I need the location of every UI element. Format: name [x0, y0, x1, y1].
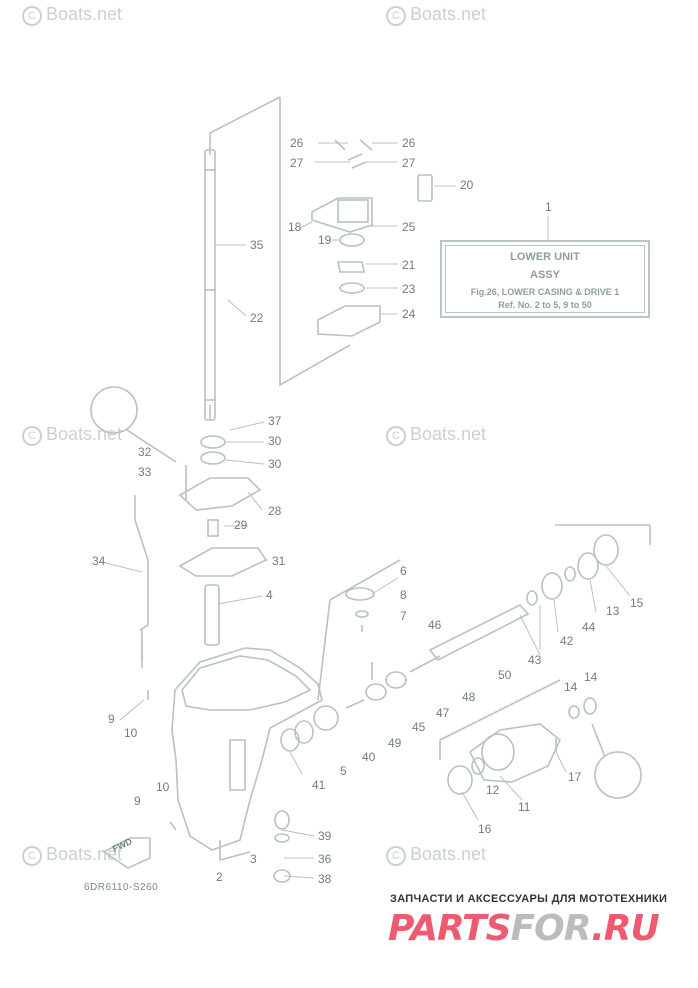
callout-label: 49	[388, 736, 402, 750]
callout-label: 37	[268, 414, 282, 428]
info-box-title: LOWER UNIT	[510, 251, 580, 263]
callout-label: 9	[134, 794, 141, 808]
partsfor-logo[interactable]: PARTSFOR.RU	[388, 908, 660, 949]
callout-label: 47	[436, 706, 450, 720]
callout-label: 4	[266, 588, 273, 602]
info-box-line2: Ref. No. 2 to 5, 9 to 50	[498, 300, 592, 310]
callout-label: 25	[402, 220, 416, 234]
callout-label: 5	[340, 764, 347, 778]
callout-label: 1	[545, 200, 552, 214]
callout-label: 33	[138, 465, 152, 479]
footer-caption: ЗАПЧАСТИ И АКСЕССУАРЫ ДЛЯ МОТОТЕХНИКИ	[390, 893, 668, 905]
callout-label: 24	[402, 307, 416, 321]
callout-label: 27	[290, 156, 304, 170]
callout-label: 2	[216, 870, 223, 884]
callout-label: 14	[564, 680, 578, 694]
callout-label: 12	[486, 783, 500, 797]
callout-label: 30	[268, 434, 282, 448]
callout-label: 15	[630, 596, 644, 610]
callout-label: 45	[412, 720, 426, 734]
info-box-line1: Fig.26, LOWER CASING & DRIVE 1	[470, 287, 620, 297]
callout-label: 44	[582, 620, 596, 634]
callout-label: 10	[156, 780, 170, 794]
callout-label: 43	[528, 653, 542, 667]
callout-label: 48	[462, 690, 476, 704]
callout-label: 8	[400, 588, 407, 602]
info-box: LOWER UNIT ASSY Fig.26, LOWER CASING & D…	[440, 240, 650, 318]
callout-label: 19	[318, 233, 332, 247]
info-box-subtitle: ASSY	[530, 269, 560, 281]
callout-label: 10	[124, 726, 138, 740]
callout-label: 17	[568, 770, 582, 784]
callout-label: 31	[272, 554, 286, 568]
callout-label: 28	[268, 504, 282, 518]
callout-label: 35	[250, 238, 264, 252]
callout-label: 26	[290, 136, 304, 150]
callout-label: 34	[92, 554, 106, 568]
callout-label: 29	[234, 518, 248, 532]
callout-label: 40	[362, 750, 376, 764]
logo-part-c: .RU	[591, 908, 660, 949]
callout-label: 36	[318, 852, 332, 866]
callout-label: 18	[288, 220, 302, 234]
logo-part-b: FOR	[510, 908, 593, 949]
diagram-code: 6DR6110-S260	[84, 882, 159, 893]
callout-label: 14	[584, 670, 598, 684]
callout-label: 30	[268, 457, 282, 471]
callout-label: 39	[318, 829, 332, 843]
callout-label: 32	[138, 445, 152, 459]
callout-label: 20	[460, 178, 474, 192]
callout-label: 42	[560, 634, 574, 648]
callout-label: 26	[402, 136, 416, 150]
callout-label: 46	[428, 618, 442, 632]
callout-label: 16	[478, 822, 492, 836]
callout-label: 50	[498, 668, 512, 682]
callout-label: 9	[108, 712, 115, 726]
callout-label: 41	[312, 778, 326, 792]
callout-label: 7	[400, 609, 407, 623]
callout-label: 3	[250, 852, 257, 866]
callout-label: 23	[402, 282, 416, 296]
callout-label: 38	[318, 872, 332, 886]
callout-label: 6	[400, 564, 407, 578]
callout-label: 22	[250, 311, 264, 325]
callout-label: 27	[402, 156, 416, 170]
callout-label: 13	[606, 604, 620, 618]
callout-label: 21	[402, 258, 416, 272]
logo-part-a: PARTS	[388, 908, 512, 949]
callout-label: 11	[518, 800, 531, 814]
